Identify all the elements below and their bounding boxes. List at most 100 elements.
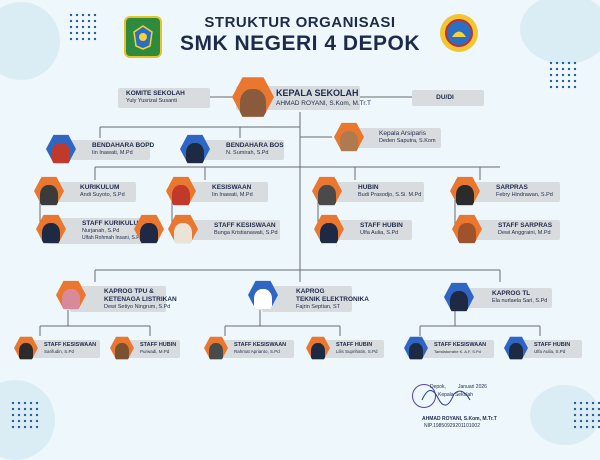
kurikulum-box: KURIKULUM Andi Suyoto, S.Pd [46, 182, 136, 202]
kaprog-te-photo [248, 280, 278, 310]
tl-staff-hubin-photo [504, 336, 528, 360]
arsiparis-role: Kepala Arsiparis [379, 130, 426, 137]
kaprog-tpu-role-2: KETENAGA LISTRIKAN [104, 296, 177, 303]
tpu-staff-hubin-photo [110, 336, 134, 360]
kaprog-tl-role: KAPROG TL [492, 290, 531, 297]
tpu-staff-kesiswaan-photo [14, 336, 38, 360]
bendahara-bopd-role: BENDAHARA BOPD [92, 142, 155, 149]
tl-staff-hubin-role: STAFF HUBIN [534, 342, 571, 348]
sarpras-box: SARPRAS Febry Hindrawan, S.Pd [462, 182, 560, 202]
kesiswaan-box: KESISWAAN Iin Inawati, M.Pd [178, 182, 268, 202]
decor-circle [0, 2, 60, 80]
school-stamp [412, 384, 436, 408]
arsiparis-box: Kepala Arsiparis Deden Saputra, S.Kom [345, 128, 441, 148]
tl-staff-kesiswaan-box: STAFF KESISWAAN Tarisfaturrahe K. A.F, S… [412, 340, 494, 358]
hubin-box: HUBIN Budi Prasodjo, S.Si. M.Pd [324, 182, 424, 202]
tl-staff-hubin-name: Ulfa Aulia, S.Pd [534, 349, 566, 354]
staff-kurikulum-box: STAFF KURIKULUM Nurjanah, S.Pd Ulfah Roh… [48, 218, 144, 244]
te-staff-hubin-role: STAFF HUBIN [336, 342, 373, 348]
staff-sarpras-photo [452, 214, 482, 244]
kaprog-te-role-1: KAPROG [296, 288, 325, 295]
komite-sekolah-box: KOMITE SEKOLAH Yuly Yusrizal Susanti [118, 88, 210, 108]
staff-hubin-name: Ulfa Aulia, S.Pd [360, 230, 399, 236]
staff-kesiswaan-photo [168, 214, 198, 244]
kaprog-tpu-role-1: KAPROG TPU & [104, 288, 154, 295]
kaprog-tl-photo [444, 282, 474, 312]
signature-nip: NIP.19850929201101002 [424, 423, 480, 429]
decor-dots [68, 12, 98, 42]
decor-dots [10, 400, 40, 430]
staff-sarpras-role: STAFF SARPRAS [498, 222, 553, 229]
kurikulum-photo [34, 176, 64, 206]
kurikulum-role: KURIKULUM [80, 184, 120, 191]
kurikulum-name: Andi Suyoto, S.Pd [80, 192, 125, 198]
kesiswaan-photo [166, 176, 196, 206]
kaprog-tpu-name: Dewi Setiyo Ningrum, S.Pd [104, 304, 171, 310]
signature-scribble [421, 390, 471, 406]
kaprog-te-name: Fajrin Septian, ST [296, 304, 341, 310]
kesiswaan-name: Iin Inawati, M.Pd [212, 192, 253, 198]
staff-kurikulum-name-1: Nurjanah, S.Pd [82, 228, 120, 234]
page-title: STRUKTUR ORGANISASI [204, 14, 396, 31]
tpu-staff-kesiswaan-name: Sarifudin, S.Pd [44, 349, 75, 354]
tl-staff-hubin-box: STAFF HUBIN Ulfa Aulia, S.Pd [512, 340, 582, 358]
signature-name: AHMAD ROYANI, S.Kom, M.Tr.T [422, 416, 497, 422]
bendahara-bopd-box: BENDAHARA BOPD Iin Inawati, M.Pd [58, 140, 155, 160]
tl-staff-kesiswaan-name: Tarisfaturrahe K. A.F, S.Pd [434, 349, 481, 354]
tpu-staff-hubin-box: STAFF HUBIN Purwadi, M.Pd [118, 340, 180, 358]
te-staff-kesiswaan-role: STAFF KESISWAAN [234, 342, 287, 348]
bendahara-bos-photo [180, 134, 210, 164]
kaprog-te-box: KAPROG TEKNIK ELEKTRONIKA Fajrin Septian… [262, 286, 369, 312]
staff-kesiswaan-box: STAFF KESISWAAN Bunga Kristianawati, S.P… [180, 220, 280, 240]
kepala-role: KEPALA SEKOLAH [276, 88, 359, 98]
sarpras-name: Febry Hindrawan, S.Pd [496, 192, 553, 198]
dudi-box: DU/DI [412, 90, 484, 106]
te-staff-hubin-box: STAFF HUBIN Lilis Suprihatin, S.Pd [314, 340, 384, 358]
kesiswaan-role: KESISWAAN [212, 184, 252, 191]
arsiparis-name: Deden Saputra, S.Kom [379, 138, 436, 144]
sarpras-photo [450, 176, 480, 206]
kaprog-tl-name: Ela nurlaela Sari, S.Pd [492, 298, 548, 304]
komite-role: KOMITE SEKOLAH [126, 90, 185, 97]
tpu-staff-kesiswaan-box: STAFF KESISWAAN Sarifudin, S.Pd [22, 340, 100, 358]
te-staff-kesiswaan-name: Rahmat Aprianto, S.Pd [234, 349, 280, 354]
dudi-role: DU/DI [436, 94, 454, 101]
decor-circle [520, 0, 600, 64]
hubin-role: HUBIN [358, 184, 379, 191]
staff-hubin-box: STAFF HUBIN Ulfa Aulia, S.Pd [326, 220, 412, 240]
tpu-staff-kesiswaan-role: STAFF KESISWAAN [44, 342, 97, 348]
province-logo [124, 16, 162, 58]
kaprog-te-role-2: TEKNIK ELEKTRONIKA [296, 296, 369, 303]
school-name: SMK NEGERI 4 DEPOK [179, 32, 421, 55]
kaprog-tpu-photo [56, 280, 86, 310]
staff-hubin-photo [314, 214, 344, 244]
signature-date: Januari 2026 [458, 384, 487, 390]
city-logo [440, 14, 478, 52]
hubin-name: Budi Prasodjo, S.Si. M.Pd [358, 192, 422, 198]
tpu-staff-hubin-name: Purwadi, M.Pd [140, 349, 170, 354]
staff-kurikulum-photo-2 [134, 214, 164, 244]
tl-staff-kesiswaan-photo [404, 336, 428, 360]
kaprog-tl-box: KAPROG TL Ela nurlaela Sari, S.Pd [458, 288, 552, 308]
hubin-photo [312, 176, 342, 206]
decor-dots [572, 400, 600, 430]
te-staff-hubin-name: Lilis Suprihatin, S.Pd [336, 349, 378, 354]
staff-kurikulum-photo-1 [36, 214, 66, 244]
te-staff-kesiswaan-box: STAFF KESISWAAN Rahmat Aprianto, S.Pd [212, 340, 294, 358]
bendahara-bopd-name: Iin Inawati, M.Pd [92, 150, 133, 156]
staff-kesiswaan-name: Bunga Kristianawati, S.Pd [214, 230, 278, 236]
signature-title: Kepala Sekolah [438, 392, 474, 398]
kepala-name: AHMAD ROYANI, S.Kom, M.Tr.T [276, 100, 371, 107]
bendahara-bopd-photo [46, 134, 76, 164]
staff-kurikulum-name-2: Ulfah Rohmah Insani, S.Pd [82, 235, 143, 241]
staff-kurikulum-role: STAFF KURIKULUM [82, 220, 144, 227]
bendahara-bos-role: BENDAHARA BOS [226, 142, 284, 149]
signature-place: Depok, [430, 384, 446, 390]
tl-staff-kesiswaan-role: STAFF KESISWAAN [434, 342, 487, 348]
te-staff-kesiswaan-photo [204, 336, 228, 360]
staff-kesiswaan-role: STAFF KESISWAAN [214, 222, 276, 229]
decor-dots [548, 60, 578, 90]
bendahara-bos-name: N. Sumirah, S.Pd [226, 150, 269, 156]
sarpras-role: SARPRAS [496, 184, 528, 191]
staff-sarpras-box: STAFF SARPRAS Dewi Anggraini, M.Pd [464, 220, 560, 240]
